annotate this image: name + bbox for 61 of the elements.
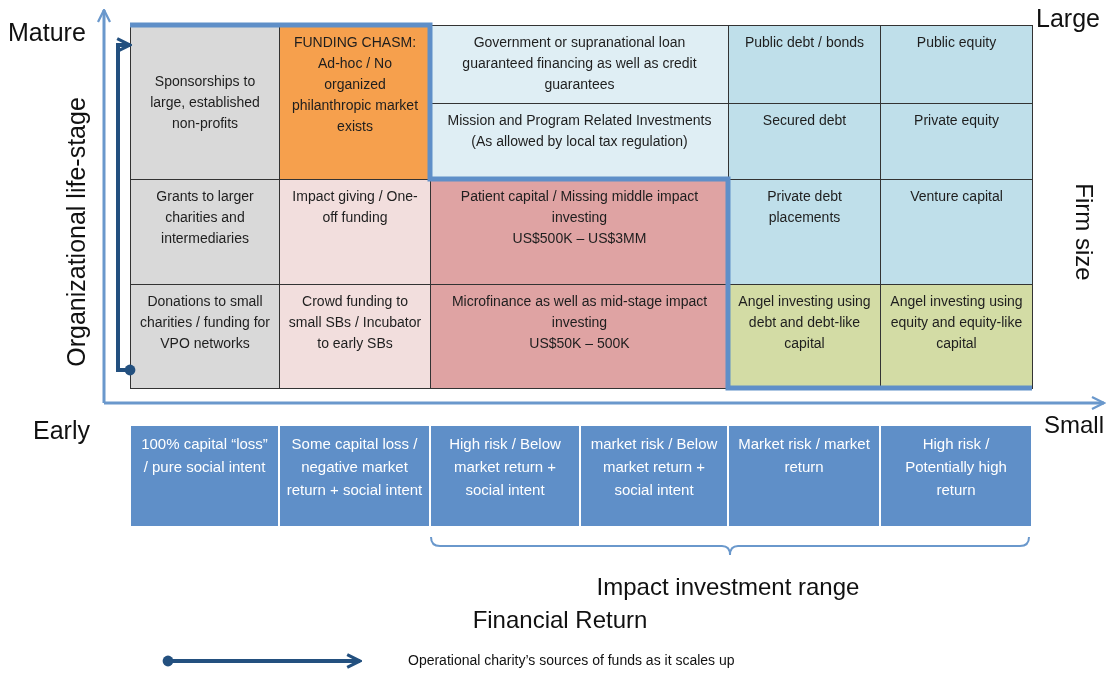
legend-text: Operational charity’s sources of funds as it scales up: [408, 652, 735, 668]
matrix-cell: [430, 179, 729, 285]
cell-text: 100% capital “loss” / pure social intent: [140, 434, 269, 477]
arrow: [115, 37, 136, 376]
cell-text: Angel investing using debt and debt-like capital: [737, 292, 872, 353]
matrix-cell: [430, 284, 729, 389]
cell-text: Grants to larger charities and intermediaries: [155, 187, 255, 248]
cell-text: Public debt / bonds: [744, 33, 865, 52]
axis-title: Financial Return: [472, 606, 648, 634]
return-profile-box: [430, 425, 580, 527]
cell-text: Private debt placements: [766, 187, 843, 227]
cell-text: Secured debt: [762, 111, 847, 130]
cell-text: Market risk / market return: [737, 434, 871, 477]
cell-text: Angel investing using equity and equity-like capital: [889, 292, 1024, 353]
cell-text: US$500K – US$3MM: [512, 229, 647, 248]
cell-text: Microfinance as well as mid-stage impact investing: [450, 292, 709, 332]
axis-end-label: Large: [1036, 4, 1100, 33]
matrix-cell: [430, 25, 729, 104]
axis-label: Firm size: [1070, 183, 1098, 281]
bracket-label: Impact investment range: [596, 573, 860, 601]
cell-text: market risk / Below market return + social intent: [589, 434, 719, 500]
cell-text: Sponsorships to large, established non-profits: [149, 72, 261, 133]
cell-text: Mission and Program Related Investments (As allowed by local tax regulation): [446, 111, 713, 151]
cell-text: Donations to small charities / funding for VPO networks: [139, 292, 271, 353]
return-profile-box: [880, 425, 1032, 527]
return-profile-box: [130, 425, 279, 527]
cell-text: Impact giving / One-off funding: [291, 187, 419, 227]
matrix-cell: [130, 284, 280, 389]
matrix-cell: [430, 103, 729, 180]
matrix-cell: [728, 103, 881, 180]
axis-label: Organizational life-stage: [61, 97, 91, 367]
cell-text: US$50K – 500K: [529, 334, 630, 353]
cell-text: Crowd funding to small SBs / Incubator to early SBs: [287, 292, 423, 353]
matrix-cell: [279, 284, 431, 389]
cell-text: Private equity: [914, 111, 999, 130]
return-profile-box: [728, 425, 880, 527]
matrix-cell: [728, 25, 881, 104]
cell-text: Government or supranational loan guaranteed financing as well as credit guarantees: [461, 33, 698, 94]
cell-text: High risk / Below market return + social intent: [448, 434, 562, 500]
return-profile-box: [279, 425, 430, 527]
matrix-cell: [728, 179, 881, 285]
matrix-cell: [880, 25, 1033, 104]
matrix-cell: [130, 25, 280, 180]
axis-end-label: Mature: [8, 18, 86, 47]
matrix-cell: [130, 179, 280, 285]
return-profile-box: [580, 425, 728, 527]
axis-end-label: Early: [33, 416, 90, 445]
matrix-cell: [880, 284, 1033, 389]
axis-end-label: Small: [1044, 411, 1104, 439]
matrix-cell: [279, 179, 431, 285]
cell-text: Some capital loss / negative market return + social intent: [286, 434, 423, 500]
matrix-cell: [880, 103, 1033, 180]
cell-text: High risk / Potentially high return: [904, 434, 1008, 500]
matrix-cell: [880, 179, 1033, 285]
cell-text: FUNDING CHASM:: [293, 33, 417, 52]
cell-text: Patient capital / Missing middle impact investing: [459, 187, 700, 227]
cell-text: Ad-hoc / No organized philanthropic market exists: [290, 54, 420, 136]
matrix-cell: [279, 25, 431, 180]
matrix-cell: [728, 284, 881, 389]
cell-text: Public equity: [916, 33, 997, 52]
cell-text: Venture capital: [910, 187, 1003, 206]
